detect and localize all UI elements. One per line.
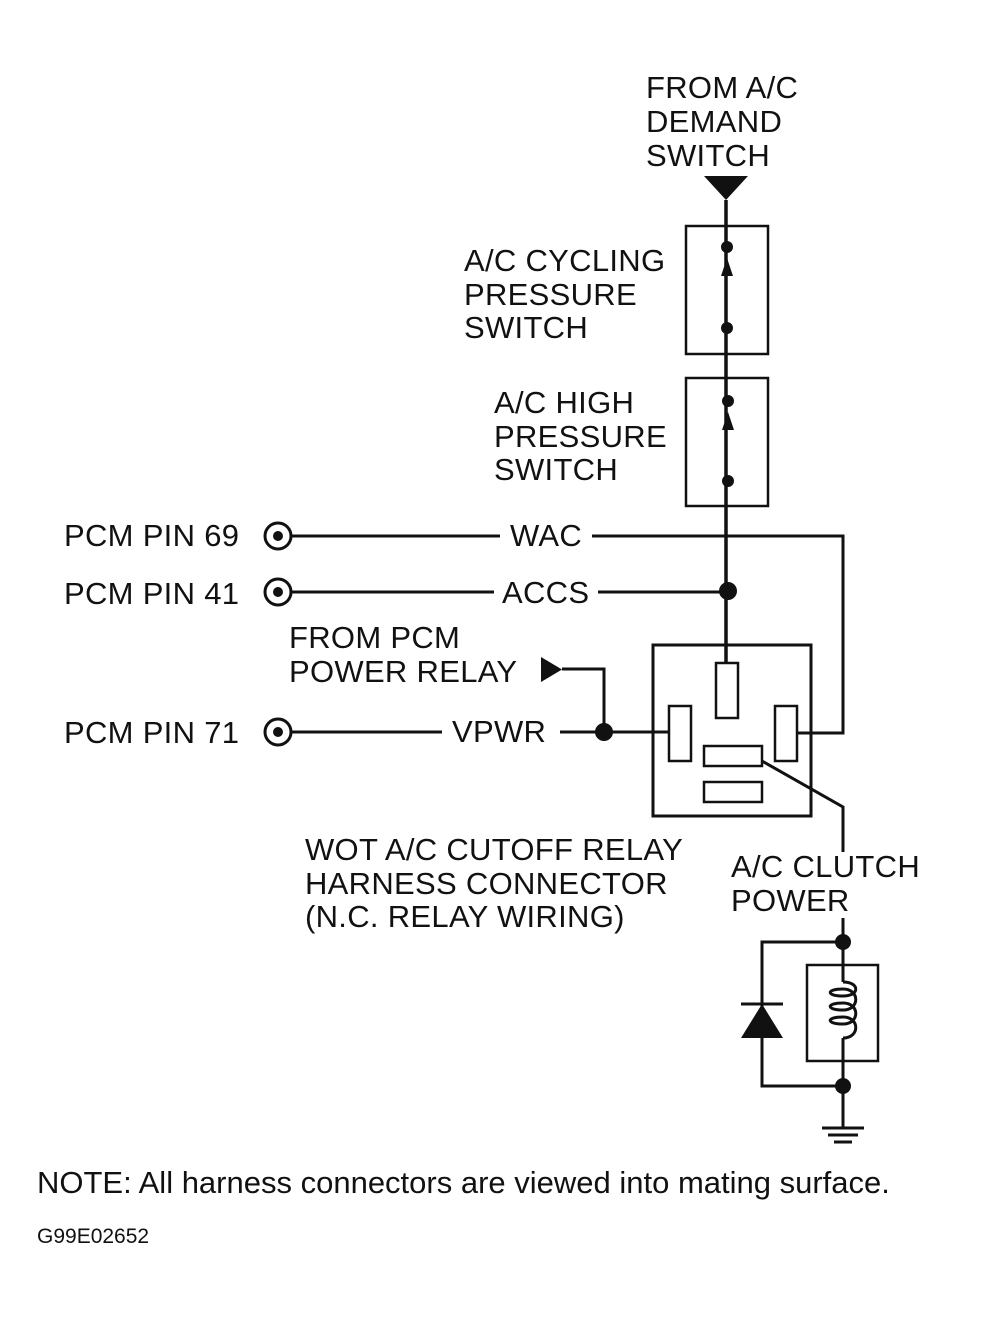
power-relay-wire [562,667,606,732]
figure-code: G99E02652 [37,1225,149,1248]
clutch-power-wire [761,759,845,852]
high-pressure-switch-box [684,376,770,508]
vpwr-junction-dot [595,723,613,741]
pcm-pin-71-connector-icon [263,717,293,747]
accs-wire-label: ACCS [502,575,589,610]
wac-wire-right [592,534,845,735]
coil-icon [828,965,858,1061]
from-ac-demand-label: FROM A/C DEMAND SWITCH [646,70,807,173]
clutch-power-label: A/C CLUTCH POWER [731,849,929,918]
high-pressure-switch-label: A/C HIGH PRESSURE SWITCH [494,385,676,487]
pcm-pin-41-connector-icon [263,577,293,607]
diode-icon [741,1002,783,1038]
pcm-pin-69-label: PCM PIN 69 [64,518,239,553]
high-pressure-switch-icon [722,395,734,487]
wac-wire-label: WAC [510,518,582,553]
cycling-switch-icon [721,241,733,334]
power-relay-arrow-icon [541,657,562,682]
pcm-pin-71-label: PCM PIN 71 [64,715,239,750]
pcm-pin-69-connector-icon [263,521,293,551]
relay-connector-housing [651,643,813,818]
accs-junction-dot [719,582,737,600]
relay-terminal-bottom [702,780,764,804]
relay-terminal-right [773,704,799,763]
relay-connector-label: WOT A/C CUTOFF RELAY HARNESS CONNECTOR (… [305,832,691,934]
relay-terminal-center [702,744,764,768]
note-text: NOTE: All harness connectors are viewed … [37,1165,890,1200]
relay-terminal-left [667,704,693,763]
from-pcm-power-relay-label: FROM PCM POWER RELAY [289,620,517,689]
cycling-switch-label: A/C CYCLING PRESSURE SWITCH [464,243,674,345]
relay-terminal-top [714,661,740,720]
demand-arrow-icon [704,176,748,200]
cycling-switch-box [684,224,770,356]
pcm-pin-41-label: PCM PIN 41 [64,576,239,611]
ground-icon [822,1126,864,1144]
vpwr-wire-label: VPWR [452,714,546,749]
